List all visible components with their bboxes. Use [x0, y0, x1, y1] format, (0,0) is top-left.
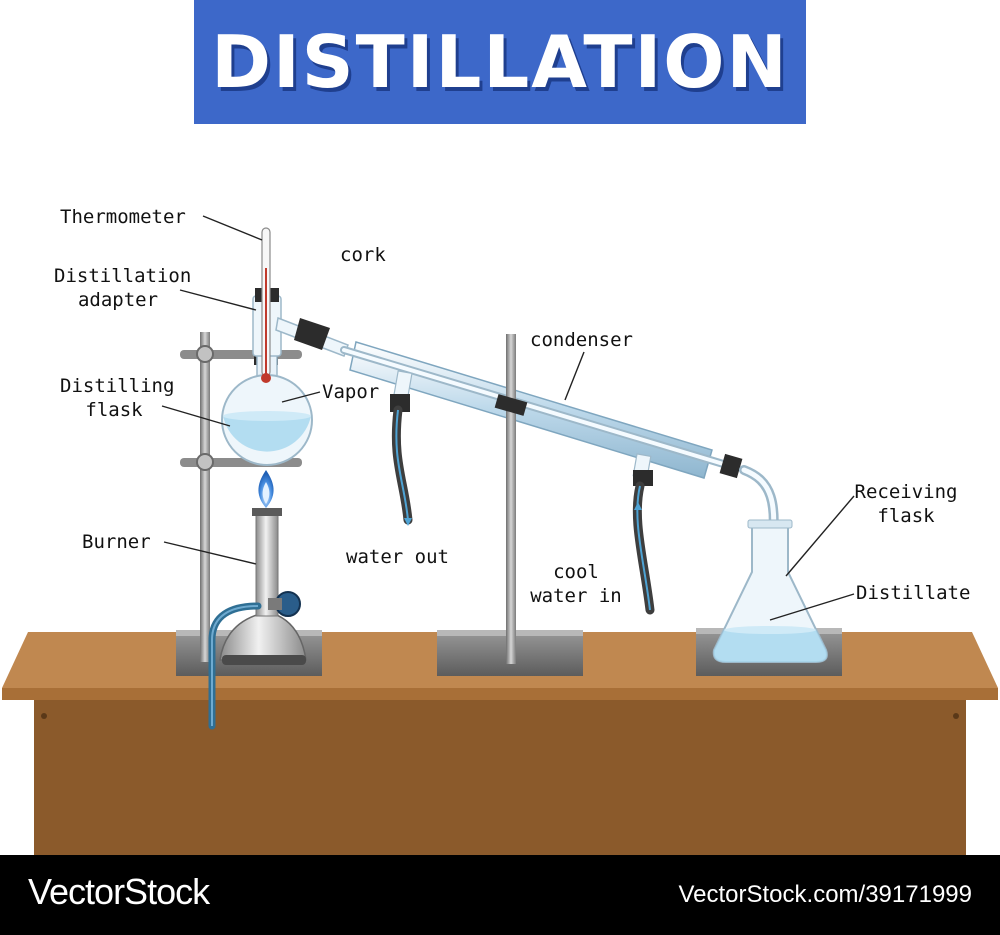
label-receiving-flask-line2: flask: [877, 505, 935, 527]
leader-vapor: [281, 391, 321, 403]
leader-adapter: [179, 289, 257, 311]
label-receiving-flask-line1: Receiving: [854, 481, 958, 503]
label-distillate: Distillate: [856, 582, 971, 604]
distilling-flask: [221, 317, 313, 466]
label-condenser: condenser: [530, 329, 633, 351]
distillation-adapter: [252, 227, 349, 383]
receiving-flask: [696, 465, 842, 676]
leader-lines: [161, 215, 855, 621]
brand-logo-text: VectorStock: [28, 871, 210, 912]
leader-distillate: [769, 593, 855, 621]
leader-burner: [163, 541, 257, 565]
label-cool-water-in-line1: cool: [553, 561, 599, 583]
leader-distilling-flask: [161, 405, 231, 427]
bunsen-burner: [208, 470, 307, 730]
label-distilling-flask: Distilling flask: [60, 374, 175, 422]
label-cork: cork: [340, 244, 386, 266]
footer-bar: VectorStock VectorStock.com/39171999: [0, 855, 1000, 935]
label-distilling-flask-line2: flask: [85, 399, 143, 421]
leader-condenser: [564, 351, 585, 401]
label-burner: Burner: [82, 531, 151, 553]
label-distillation-adapter-line1: Distillation: [54, 265, 192, 287]
title-banner: DISTILLATION: [194, 0, 806, 124]
apparatus-illustration: [2, 215, 998, 855]
middle-retort-stand: [437, 334, 583, 676]
condenser: [340, 341, 743, 486]
page-title: DISTILLATION: [211, 20, 789, 104]
label-cool-water-in-line2: water in: [530, 585, 622, 607]
label-thermometer: Thermometer: [60, 206, 186, 228]
label-cool-water-in: cool water in: [526, 560, 626, 608]
leader-thermometer: [202, 215, 263, 241]
label-distillation-adapter: Distillation adapter: [54, 264, 192, 312]
label-distilling-flask-line1: Distilling: [60, 375, 175, 397]
label-receiving-flask: Receiving flask: [852, 480, 960, 528]
water-hoses: [391, 405, 655, 615]
label-distillation-adapter-line2: adapter: [77, 289, 159, 311]
label-vapor: Vapor: [322, 381, 380, 403]
label-water-out: water out: [346, 546, 449, 568]
leader-receiving-flask: [785, 495, 855, 577]
image-credit: VectorStock.com/39171999: [678, 881, 972, 908]
